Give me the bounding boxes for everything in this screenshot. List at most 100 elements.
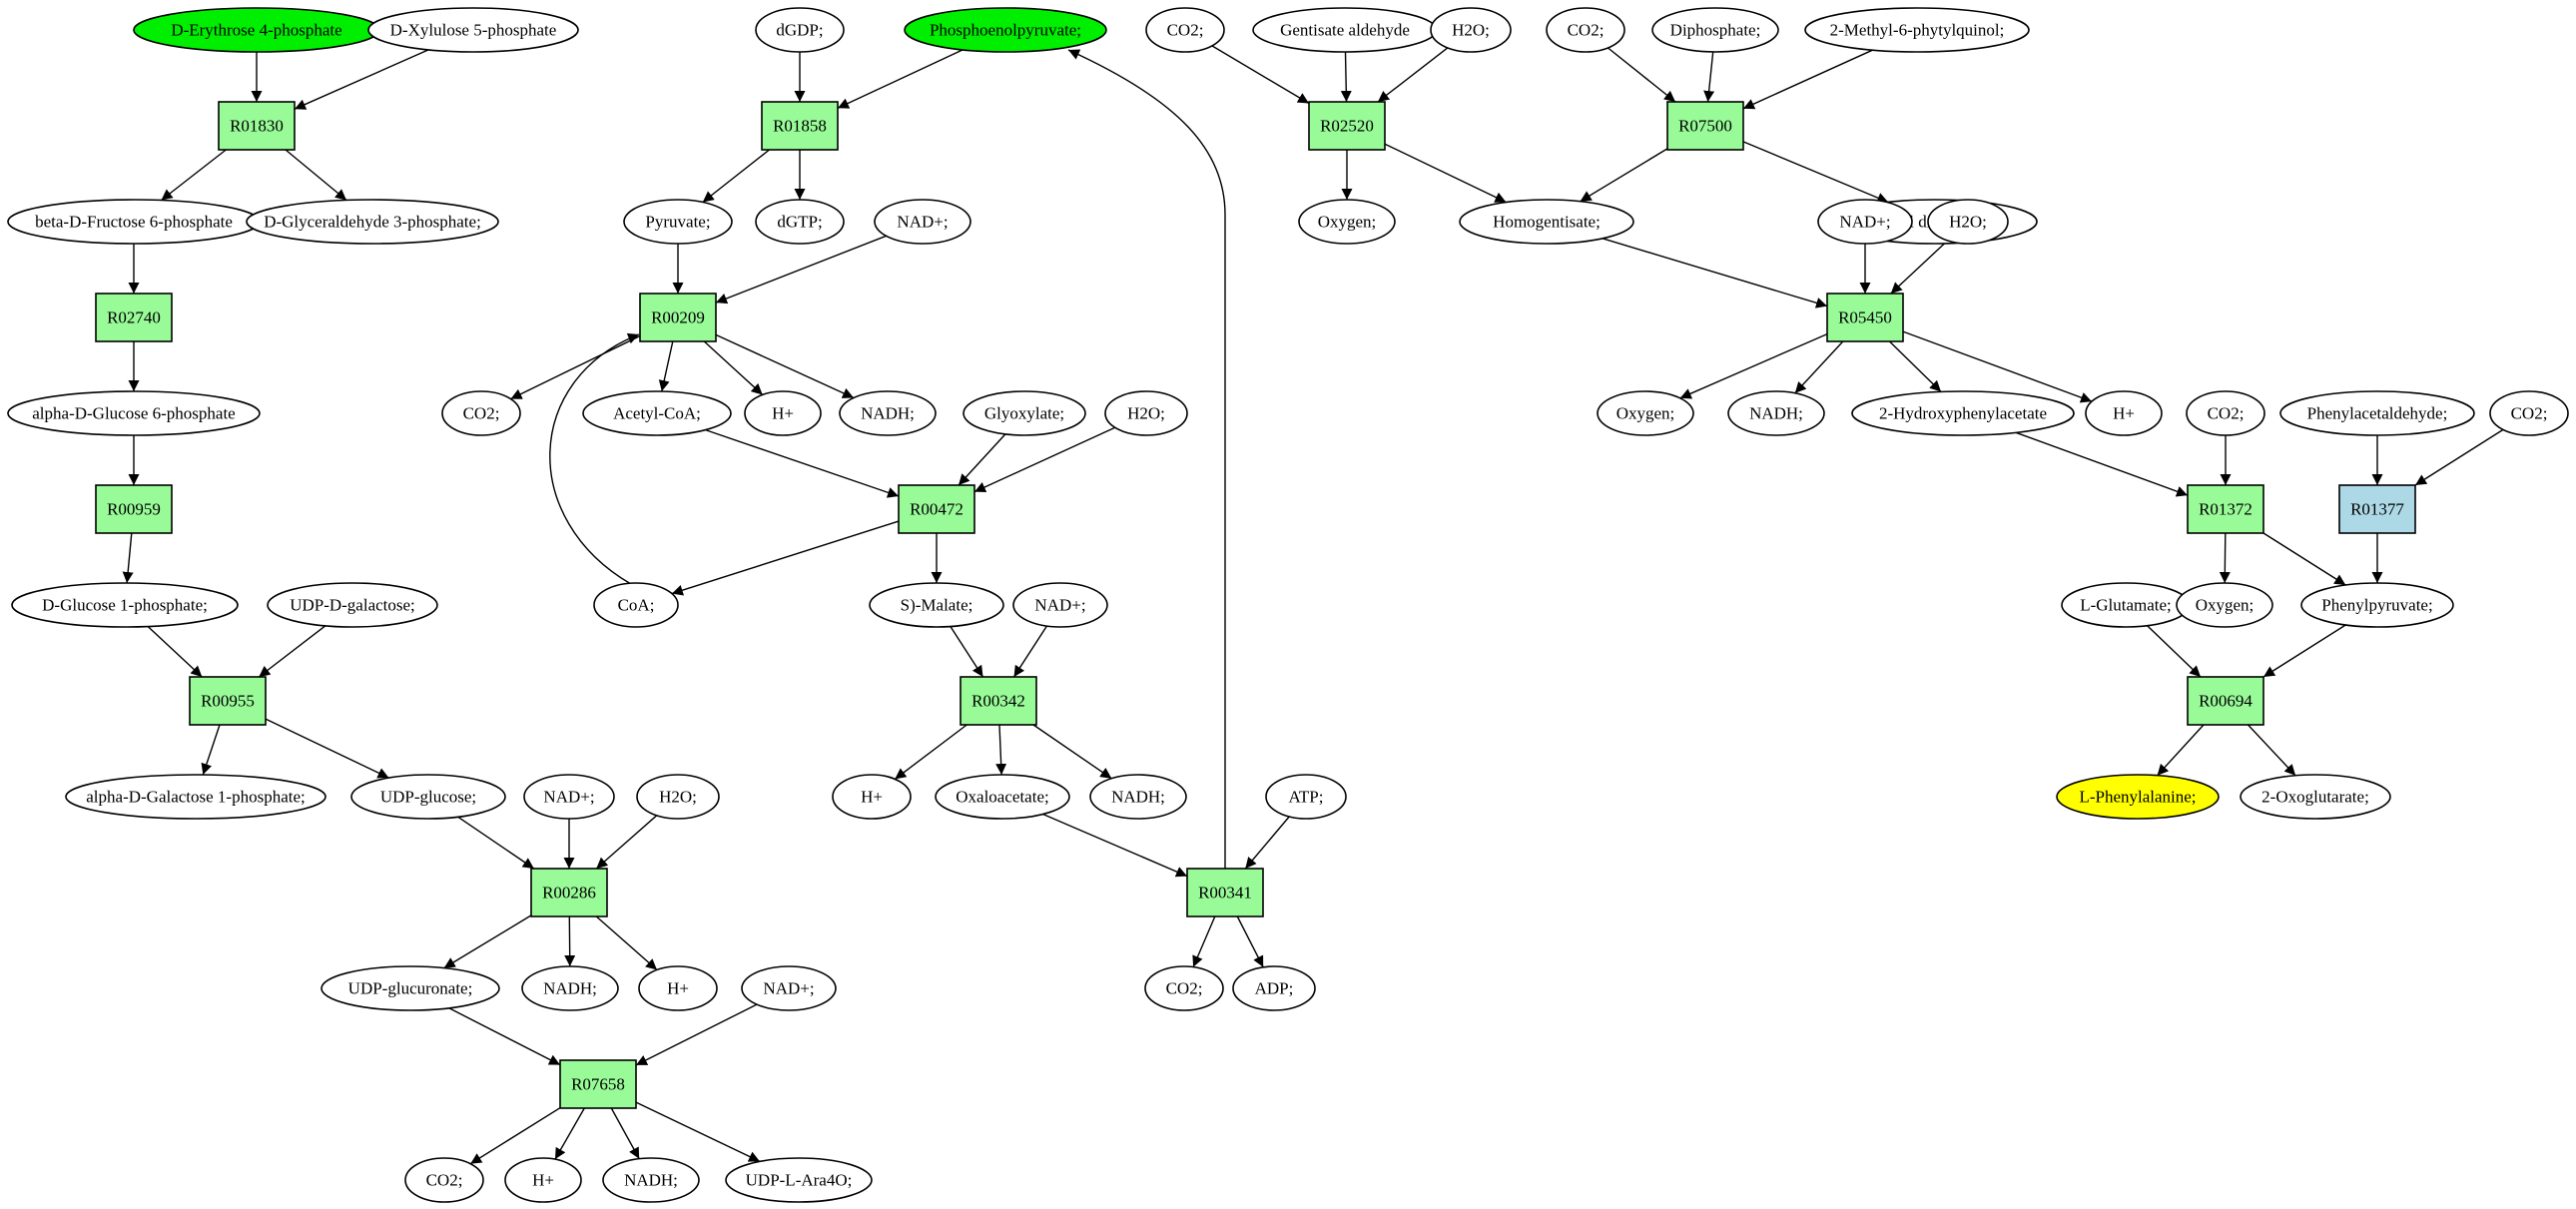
compound-shape xyxy=(2279,390,2475,436)
compound-node: 2-Oxoglutarate; xyxy=(2240,774,2391,820)
compound-node: NADH; xyxy=(602,1157,700,1203)
compound-shape xyxy=(2056,774,2220,820)
compound-node: Phenylacetaldehyde; xyxy=(2279,390,2475,436)
edge-r9-to-c31 xyxy=(671,520,900,596)
compound-node: CO2; xyxy=(2186,390,2265,436)
compound-shape xyxy=(267,582,438,628)
edge-c41-to-r12 xyxy=(1340,51,1352,103)
compound-node: Phosphoenolpyruvate; xyxy=(904,7,1107,53)
edge-c50-to-r14 xyxy=(1890,240,1949,295)
compound-shape xyxy=(1232,965,1316,1011)
edge-r1-to-c3 xyxy=(161,149,227,202)
edge-r8-to-c27 xyxy=(703,340,764,395)
compound-node: L-Glutamate; xyxy=(2061,582,2191,628)
edge-c44-to-r14 xyxy=(1602,238,1828,308)
compound-shape xyxy=(874,199,971,245)
compound-shape xyxy=(1144,965,1224,1011)
compound-shape xyxy=(7,390,261,436)
compound-node: 2-Methyl-6-phytylquinol; xyxy=(1804,7,2030,53)
compound-node: Glyoxylate; xyxy=(963,390,1086,436)
compound-label: NAD+; xyxy=(1839,213,1890,232)
edge-r7-to-c22 xyxy=(702,149,770,204)
compound-label: Oxygen; xyxy=(2196,596,2254,615)
reaction-node: R01372 xyxy=(2187,484,2264,534)
compound-node: UDP-D-galactose; xyxy=(267,582,438,628)
edge-r14-to-c52 xyxy=(1794,340,1844,394)
compound-shape xyxy=(593,582,679,628)
compound-node: NAD+; xyxy=(874,199,971,245)
edge-r15-to-c60 xyxy=(2262,532,2346,586)
reaction-node: R07500 xyxy=(1666,101,1744,151)
compound-shape xyxy=(636,774,720,820)
compound-label: UDP-D-galactose; xyxy=(290,596,415,615)
compound-shape xyxy=(1104,390,1188,436)
compound-label: CO2; xyxy=(1166,979,1203,998)
compound-label: CoA; xyxy=(618,596,655,615)
compound-shape xyxy=(504,1157,582,1203)
compound-shape xyxy=(2300,582,2454,628)
compound-label: Oxaloacetate; xyxy=(956,788,1048,807)
compound-label: UDP-L-Ara4O; xyxy=(746,1171,853,1190)
reaction-node: R07658 xyxy=(559,1059,637,1109)
compound-node: H+ xyxy=(744,390,822,436)
compound-label: H+ xyxy=(772,404,794,423)
compound-node: alpha-D-Galactose 1-phosphate; xyxy=(65,774,326,820)
compound-node: NADH; xyxy=(839,390,937,436)
compound-node: CoA; xyxy=(593,582,679,628)
reaction-node: R01377 xyxy=(2338,484,2416,534)
reaction-label: R00959 xyxy=(107,500,161,519)
reaction-label: R01858 xyxy=(773,117,827,136)
reaction-node: R00694 xyxy=(2187,676,2264,726)
edge-c21-to-r7 xyxy=(837,49,964,109)
reaction-box xyxy=(95,484,173,534)
edge-r3-to-c6 xyxy=(122,532,134,584)
compound-shape xyxy=(1851,390,2075,436)
compound-node: CO2; xyxy=(1145,7,1225,53)
compound-label: 2-Oxoglutarate; xyxy=(2261,788,2369,807)
edge-c29-to-r9 xyxy=(958,433,1006,486)
compound-label: Diphosphate; xyxy=(1670,21,1761,40)
compound-shape xyxy=(623,199,733,245)
edge-r4-to-c8 xyxy=(201,724,221,776)
compound-shape xyxy=(1651,7,1779,53)
compound-node: Oxaloacetate; xyxy=(935,774,1070,820)
compound-label: S)-Malate; xyxy=(901,596,973,615)
reaction-node: R00286 xyxy=(530,868,608,917)
reaction-box xyxy=(559,1059,637,1109)
reaction-box xyxy=(530,868,608,917)
edge-c46-to-r13 xyxy=(1703,51,1715,103)
reaction-node: R00959 xyxy=(95,484,173,534)
edge-c15-to-r6 xyxy=(635,1003,758,1066)
reaction-node: R02520 xyxy=(1308,101,1386,151)
reaction-box xyxy=(1186,868,1264,917)
compound-shape xyxy=(904,7,1107,53)
compound-shape xyxy=(1298,199,1396,245)
compound-shape xyxy=(602,1157,700,1203)
edge-c7-to-r4 xyxy=(258,625,326,678)
compound-label: NAD+; xyxy=(897,213,948,232)
reaction-node: R00209 xyxy=(639,293,717,342)
edge-r10-to-c36 xyxy=(1032,724,1112,780)
reaction-label: R07658 xyxy=(571,1075,625,1094)
compound-node: Pyruvate; xyxy=(623,199,733,245)
compound-node: H+ xyxy=(638,965,718,1011)
edge-c2-to-r1 xyxy=(294,49,429,110)
compound-label: CO2; xyxy=(1568,21,1605,40)
compound-node: NADH; xyxy=(521,965,619,1011)
edge-r17-to-c62 xyxy=(2247,724,2296,777)
compound-label: Homogentisate; xyxy=(1493,213,1601,232)
compound-node: H2O; xyxy=(1430,7,1512,53)
reaction-box xyxy=(761,101,839,151)
compound-label: Oxygen; xyxy=(1616,404,1675,423)
compound-node: Oxygen; xyxy=(2176,582,2273,628)
reaction-box xyxy=(218,101,296,151)
edge-c40-to-r12 xyxy=(1211,45,1310,105)
edge-r6-to-c17 xyxy=(554,1107,585,1160)
reaction-box xyxy=(2187,676,2264,726)
compound-node: D-Glucose 1-phosphate; xyxy=(11,582,239,628)
compound-shape xyxy=(2240,774,2391,820)
compound-label: NADH; xyxy=(1749,404,1803,423)
compound-node: H+ xyxy=(504,1157,582,1203)
reaction-label: R07500 xyxy=(1678,117,1732,136)
compound-label: D-Glyceraldehyde 3-phosphate; xyxy=(264,213,481,232)
